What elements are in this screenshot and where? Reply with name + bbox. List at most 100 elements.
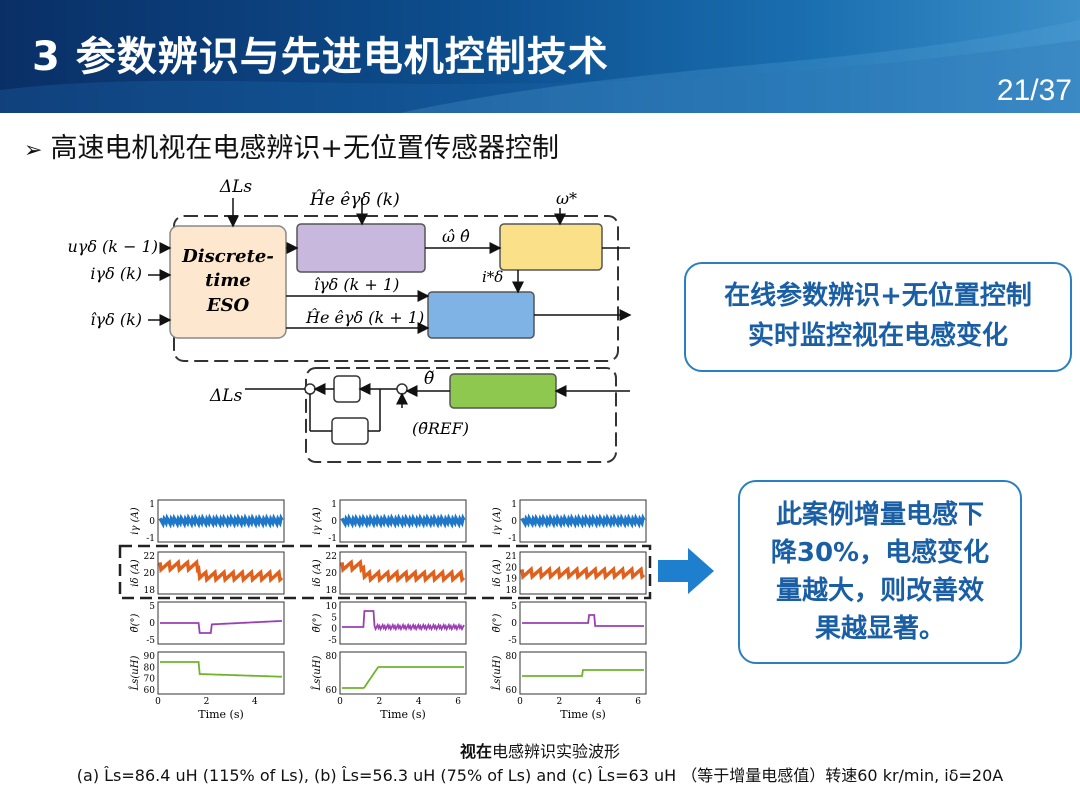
label-H-k1: Ĥe êγδ (k + 1) xyxy=(305,307,424,327)
label-i-star: i*δ xyxy=(482,268,503,286)
label-theta-ref: (θ̃REF) xyxy=(412,419,469,438)
bullet-heading: ➢ 高速电机视在电感辨识+无位置传感器控制 xyxy=(24,126,559,165)
x-tick-label: 4 xyxy=(252,697,258,707)
y-tick-label: -1 xyxy=(328,534,337,544)
y-tick-label: 1 xyxy=(149,500,155,510)
callout1-line2: 实时监控视在电感变化 xyxy=(747,321,1008,351)
x-tick-label: 0 xyxy=(517,697,523,707)
label-omega-theta: ω̂ θ̂ xyxy=(442,227,470,246)
callout-online-identification: 在线参数辨识+无位置控制 实时监控视在电感变化 xyxy=(684,262,1072,372)
y-axis-label: L̂s(uH) xyxy=(311,656,323,692)
trace-line xyxy=(342,610,465,632)
trace-line xyxy=(520,565,646,581)
y-tick-label: 0 xyxy=(511,619,517,629)
page-number: 21/37 xyxy=(996,74,1072,107)
y-tick-label: 22 xyxy=(326,552,337,562)
y-axis-label: θ̃(°) xyxy=(130,613,141,632)
header-banner: 3 参数辨识与先进电机控制技术 21/37 xyxy=(0,0,1080,113)
input-i: iγδ (k) xyxy=(90,264,142,283)
green-block xyxy=(449,373,557,409)
callout1-line1: 在线参数辨识+无位置控制 xyxy=(724,281,1032,311)
y-tick-label: 21 xyxy=(506,552,517,562)
eso-label-2: time xyxy=(205,270,251,291)
control-block-diagram: Discrete- time ESO ΔLs xyxy=(67,177,632,463)
x-tick-label: 0 xyxy=(337,697,343,707)
label-dls-top: ΔLs xyxy=(219,177,253,197)
callout2-line3: 量越大，则改善效 xyxy=(775,576,984,606)
y-tick-label: 18 xyxy=(506,586,518,596)
y-tick-label: 90 xyxy=(144,652,156,662)
y-tick-label: -1 xyxy=(146,534,155,544)
label-theta-tilde: θ̃ xyxy=(424,369,434,389)
y-tick-label: 5 xyxy=(149,602,155,612)
diagram-wires xyxy=(148,198,632,432)
y-tick-label: 5 xyxy=(511,602,517,612)
y-axis-label: L̂s(uH) xyxy=(129,656,141,692)
sum-junction-2 xyxy=(396,383,408,395)
label-omega-star: ω* xyxy=(556,189,577,208)
y-tick-label: 70 xyxy=(144,675,156,685)
y-tick-label: 18 xyxy=(326,586,338,596)
y-tick-label: -1 xyxy=(508,534,517,544)
sum-junction-1 xyxy=(304,383,316,395)
y-tick-label: 0 xyxy=(511,517,517,527)
right-arrow-icon xyxy=(658,548,714,594)
page-title: 3 参数辨识与先进电机控制技术 xyxy=(32,34,609,80)
y-tick-label: 20 xyxy=(506,563,518,573)
bullet-text: 高速电机视在电感辨识+无位置传感器控制 xyxy=(50,133,560,164)
y-axis-label: iγ (A) xyxy=(492,507,503,534)
y-tick-label: 1 xyxy=(511,500,517,510)
y-tick-label: 18 xyxy=(144,586,156,596)
caption-rest: 电感辨识实验波形 xyxy=(492,742,621,761)
bullet-arrow-icon: ➢ xyxy=(24,138,43,163)
trace-line xyxy=(522,614,644,627)
trace-line xyxy=(342,666,464,689)
x-tick-label: 2 xyxy=(204,697,210,707)
small-block-2 xyxy=(331,417,369,445)
small-block-1 xyxy=(333,375,361,403)
y-tick-label: 0 xyxy=(331,517,337,527)
y-tick-label: 0 xyxy=(149,619,155,629)
y-axis-label: iγ (A) xyxy=(312,507,323,534)
y-tick-label: 80 xyxy=(326,652,338,662)
x-tick-label: 0 xyxy=(155,697,161,707)
y-tick-label: 80 xyxy=(144,663,156,673)
callout2-line4: 果越显著。 xyxy=(814,614,945,644)
x-tick-label: 4 xyxy=(596,697,602,707)
y-tick-label: 80 xyxy=(506,652,518,662)
y-tick-label: 60 xyxy=(144,686,156,696)
y-tick-label: 19 xyxy=(506,575,518,585)
x-tick-label: 4 xyxy=(416,697,422,707)
callout2-line2: 降30%，电感变化 xyxy=(770,538,990,568)
input-i-hat: îγδ (k) xyxy=(90,310,142,329)
eso-label-1: Discrete- xyxy=(181,246,274,267)
y-axis-label: iδ (A) xyxy=(130,559,141,587)
y-axis-label: θ̃(°) xyxy=(492,613,503,632)
label-H-top: Ĥe êγδ (k) xyxy=(309,189,400,210)
header-wave-decoration xyxy=(0,20,1080,113)
y-tick-label: -5 xyxy=(146,636,155,646)
trace-line xyxy=(520,513,646,529)
y-tick-label: -5 xyxy=(508,636,517,646)
trace-line xyxy=(158,558,284,584)
y-tick-label: 20 xyxy=(326,569,338,579)
y-axis-label: iδ (A) xyxy=(312,559,323,587)
eso-label-3: ESO xyxy=(206,295,250,316)
trace-line xyxy=(340,513,466,529)
blue-block xyxy=(427,291,535,339)
plot-frame xyxy=(157,651,285,695)
y-tick-label: -5 xyxy=(328,636,337,646)
x-tick-label: 6 xyxy=(635,697,641,707)
plot-frame xyxy=(339,651,467,695)
x-axis-label: Time (s) xyxy=(380,708,426,721)
y-axis-label: iγ (A) xyxy=(130,507,141,534)
x-tick-label: 2 xyxy=(377,697,383,707)
callout-inductance-improvement: 此案例增量电感下 降30%，电感变化 量越大，则改善效 果越显著。 xyxy=(738,480,1022,664)
yellow-block xyxy=(499,223,603,271)
y-tick-label: 10 xyxy=(326,602,338,612)
input-u: uγδ (k − 1) xyxy=(67,237,158,256)
y-tick-label: 60 xyxy=(506,686,518,696)
callout2-line1: 此案例增量电感下 xyxy=(775,500,984,530)
x-axis-label: Time (s) xyxy=(198,708,244,721)
trace-line xyxy=(160,620,283,634)
